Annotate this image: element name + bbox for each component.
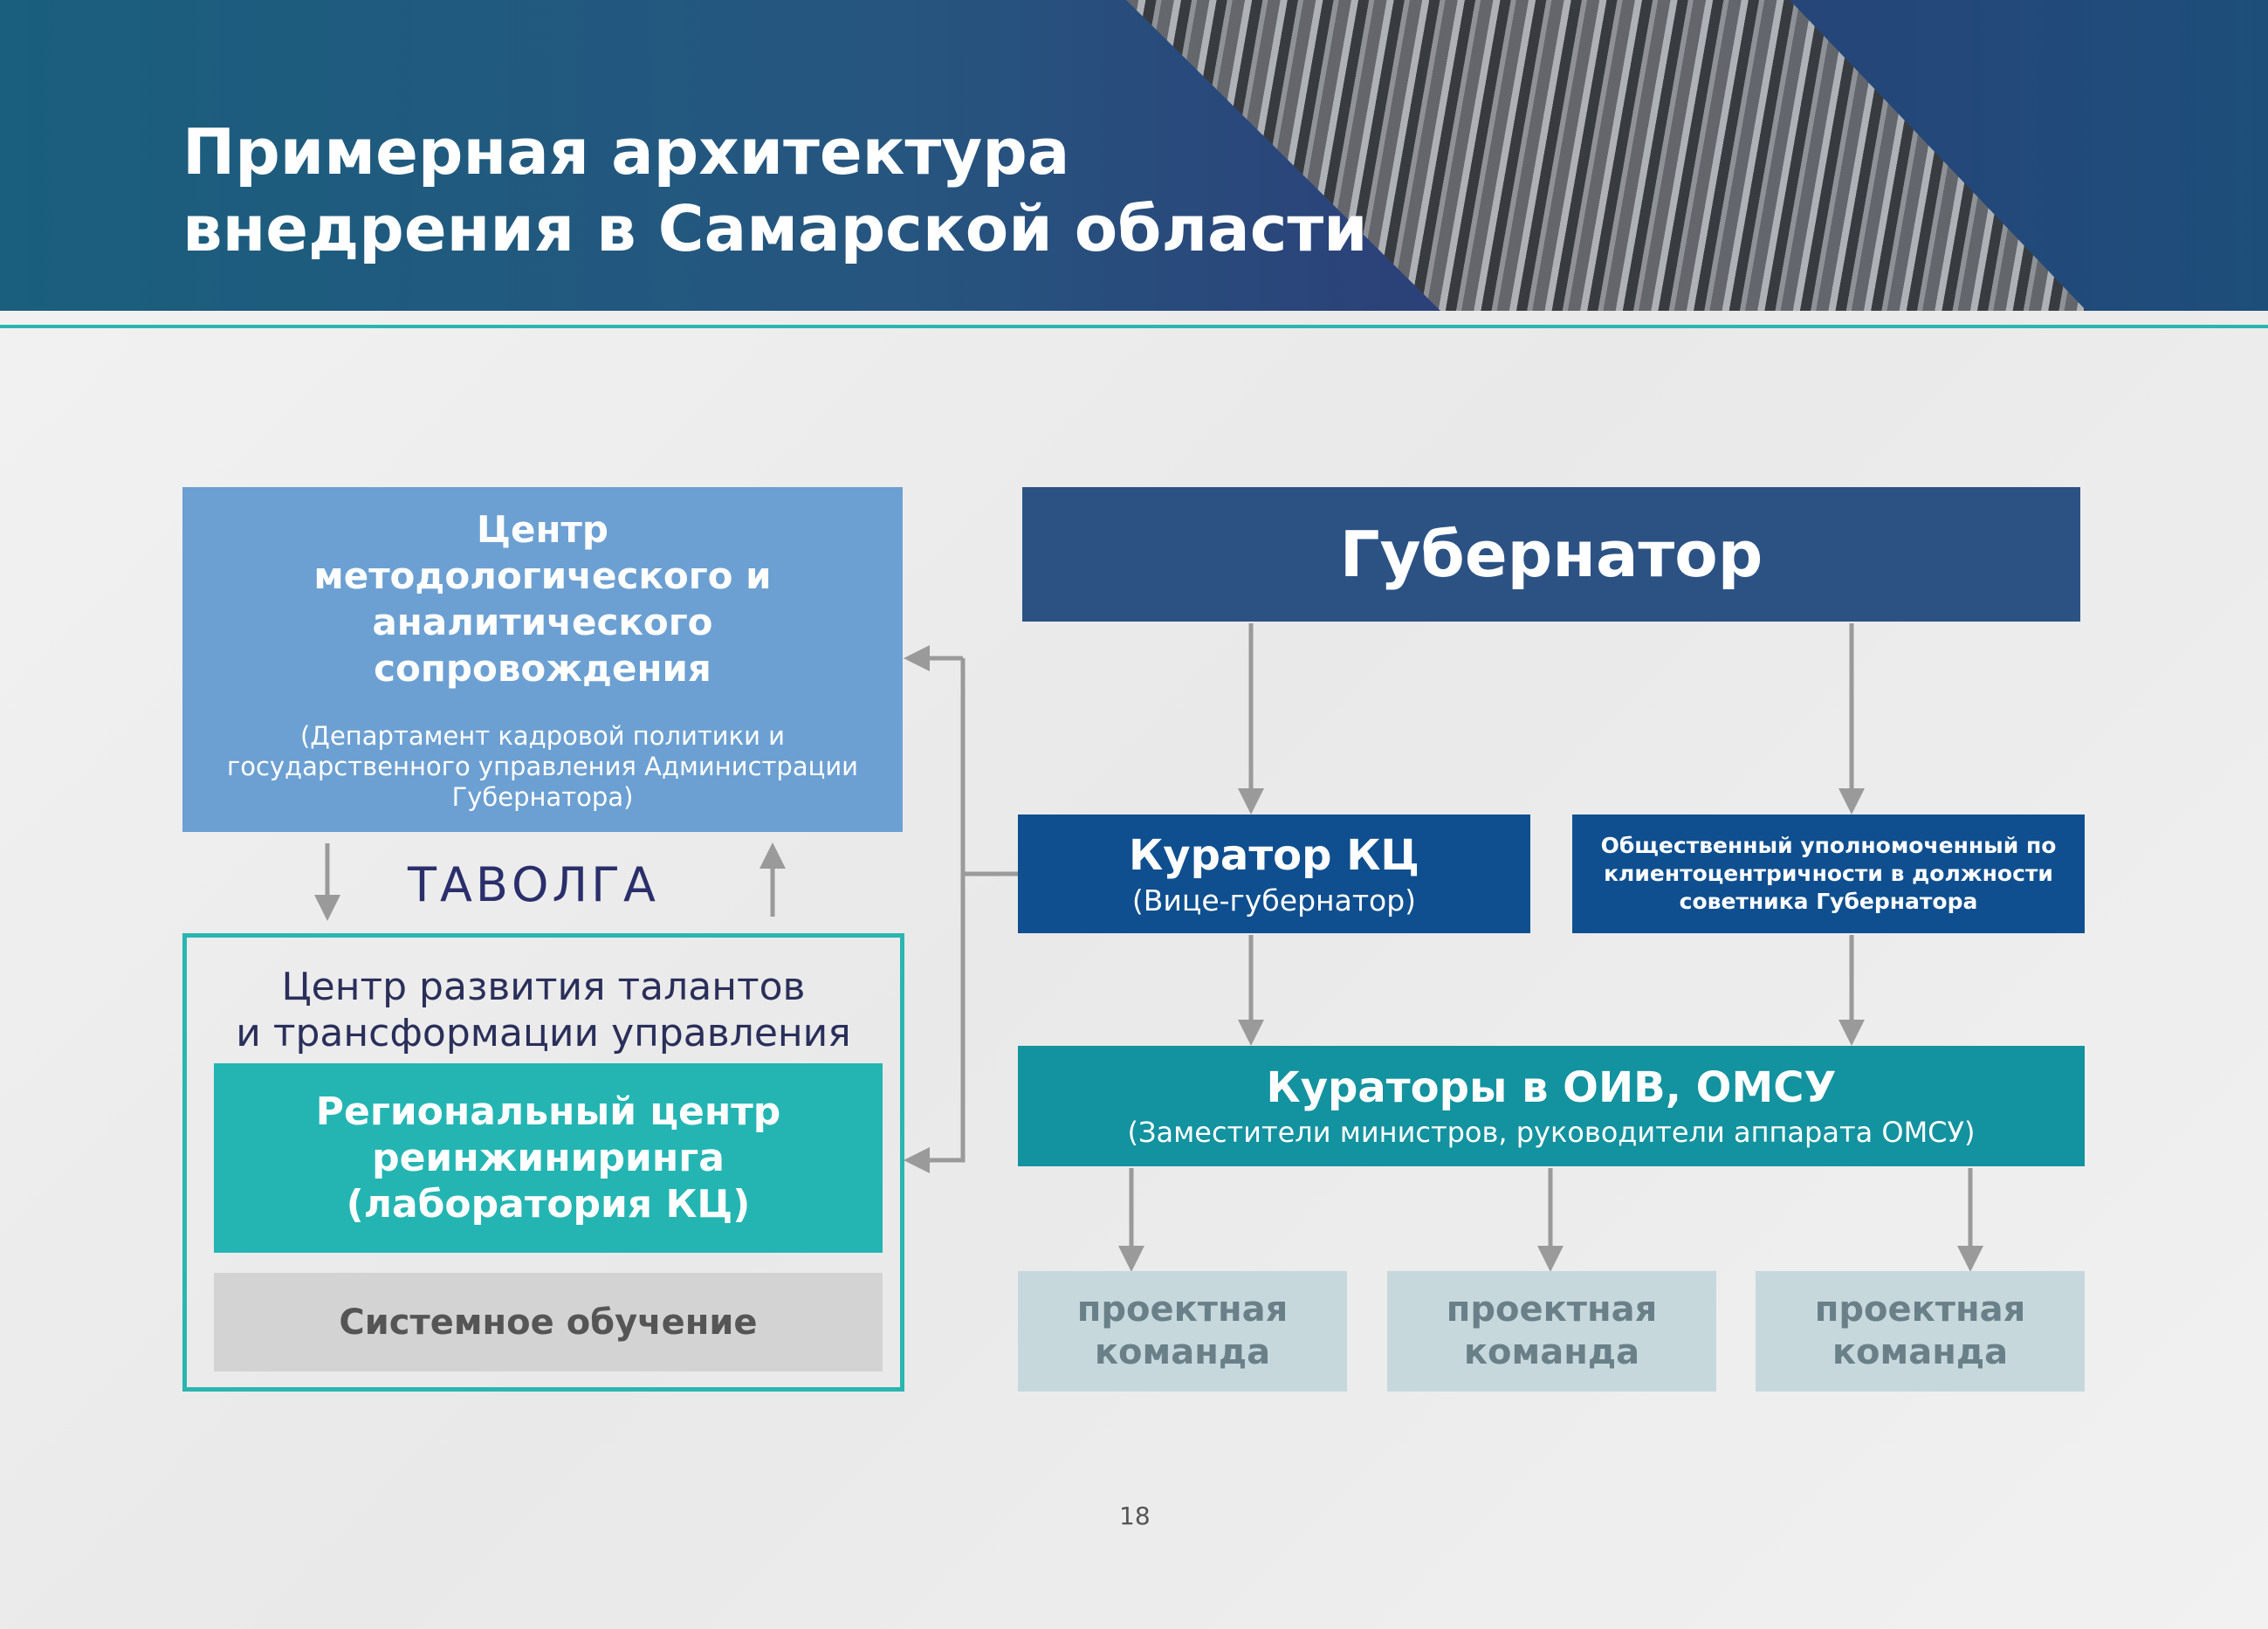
- header-divider: [0, 325, 2268, 328]
- governor-box: Губернатор: [1022, 487, 2080, 622]
- curators-oiv-subtitle: (Заместители министров, руководители апп…: [1127, 1116, 1976, 1149]
- curators-oiv-box: Кураторы в ОИВ, ОМСУ (Заместители минист…: [1018, 1046, 2085, 1166]
- curator-subtitle: (Вице-губернатор): [1131, 883, 1417, 918]
- method-center-box: Центр методологического и аналитического…: [182, 487, 903, 832]
- talent-center-line-1: Центр развития талантов: [281, 965, 806, 1009]
- talent-center-box: Центр развития талантов и трансформации …: [182, 933, 904, 1392]
- project-team-box: проектная команда: [1756, 1271, 2085, 1392]
- method-center-title: Центр методологического и аналитического…: [313, 508, 772, 690]
- project-team-box: проектная команда: [1387, 1271, 1716, 1392]
- curator-title: Куратор КЦ: [1129, 830, 1419, 880]
- title-line-1: Примерная архитектура: [182, 115, 1070, 189]
- talent-center-line-2: и трансформации управления: [236, 1011, 851, 1055]
- regional-center-box: Региональный центр реинжиниринга (лабора…: [214, 1063, 883, 1253]
- curator-box: Куратор КЦ (Вице-губернатор): [1018, 814, 1530, 933]
- public-ombudsman-box: Общественный уполномоченный по клиентоце…: [1572, 814, 2085, 933]
- title-line-2: внедрения в Самарской области: [182, 192, 1368, 265]
- method-center-subtitle: (Департамент кадровой политики и государ…: [226, 721, 859, 812]
- curators-oiv-title: Кураторы в ОИВ, ОМСУ: [1266, 1063, 1837, 1112]
- system-training-box: Системное обучение: [214, 1273, 883, 1371]
- project-team-box: проектная команда: [1018, 1271, 1347, 1392]
- page-title: Примерная архитектура внедрения в Самарс…: [182, 113, 1368, 267]
- tavolga-logo: ТАВОЛГА: [408, 857, 659, 912]
- page-number: 18: [1119, 1502, 1151, 1530]
